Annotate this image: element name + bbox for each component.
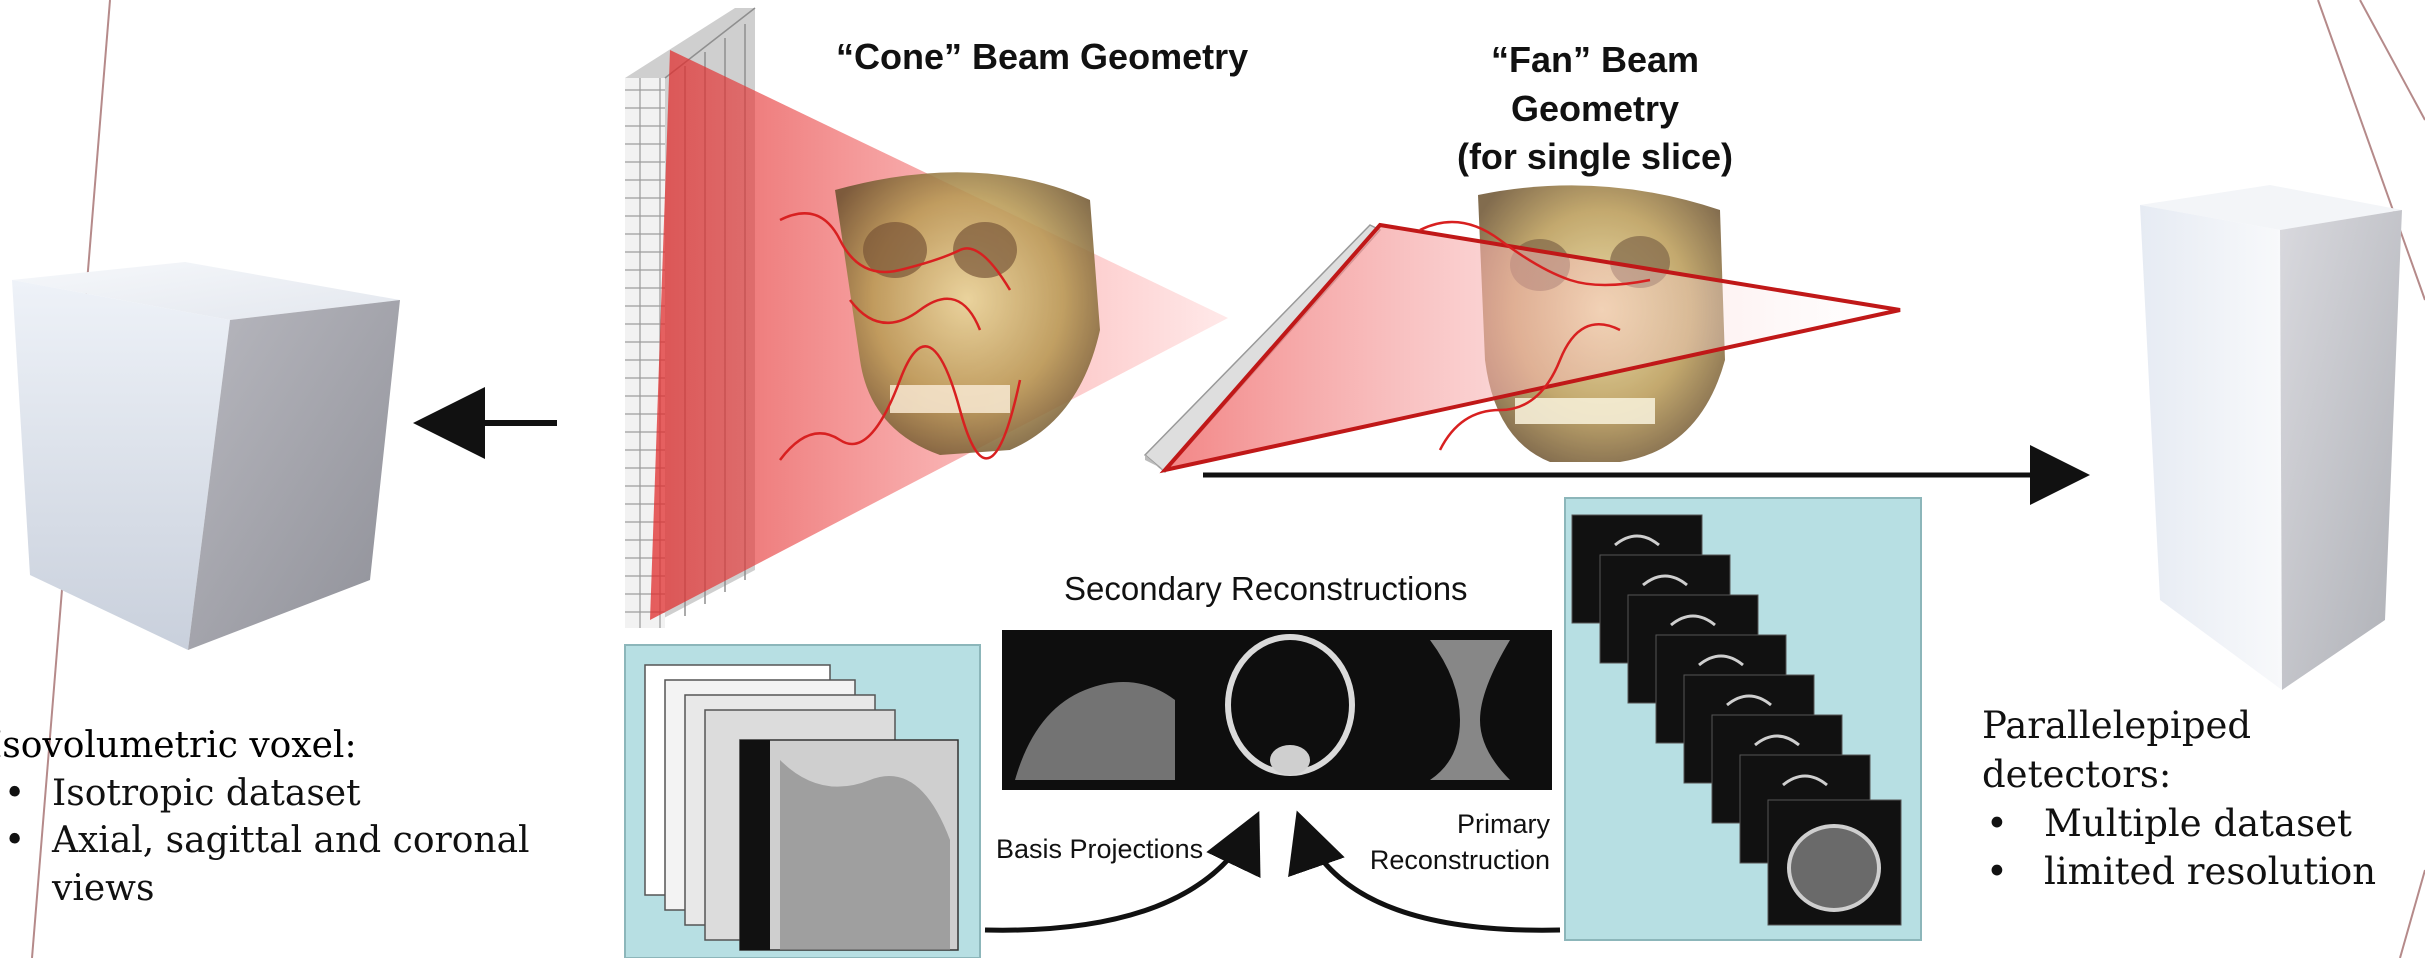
left-bullet-1: Isotropic dataset — [0, 770, 560, 818]
secondary-reconstructions-label: Secondary Reconstructions — [1064, 570, 1468, 608]
right-bullet-list: Multiple dataset limited resolution — [1982, 800, 2425, 898]
parallelepiped-detector-prism — [2140, 185, 2402, 690]
left-bullet-list: Isotropic dataset Axial, sagittal and co… — [0, 770, 560, 913]
left-bullet-2: Axial, sagittal and coronal views — [0, 817, 560, 912]
primary-reconstruction-label: Primary Reconstruction — [1300, 806, 1550, 879]
isotropic-voxel-cube — [12, 262, 400, 650]
basis-projections-label: Basis Projections — [996, 834, 1203, 865]
fan-beam-title: “Fan” Beam Geometry (for single slice) — [1415, 36, 1775, 182]
right-heading: Parallelepiped detectors: — [1982, 702, 2425, 800]
isovolumetric-voxel-description: Isovolumetric voxel: Isotropic dataset A… — [0, 722, 560, 912]
right-bullet-2: limited resolution — [1982, 848, 2425, 897]
left-heading: Isovolumetric voxel: — [0, 722, 560, 770]
primary-label-line2: Reconstruction — [1300, 842, 1550, 878]
parallelepiped-detectors-description: Parallelepiped detectors: Multiple datas… — [1982, 702, 2425, 897]
primary-reconstruction-panel — [1565, 498, 1921, 940]
fan-beam-title-line2: (for single slice) — [1415, 133, 1775, 182]
fan-beam-title-line1: “Fan” Beam Geometry — [1415, 36, 1775, 133]
cone-beam-title: “Cone” Beam Geometry — [836, 36, 1248, 78]
basis-projections-panel — [625, 645, 980, 958]
primary-label-line1: Primary — [1300, 806, 1550, 842]
secondary-reconstructions-panel — [1002, 630, 1552, 790]
right-bullet-1: Multiple dataset — [1982, 800, 2425, 849]
